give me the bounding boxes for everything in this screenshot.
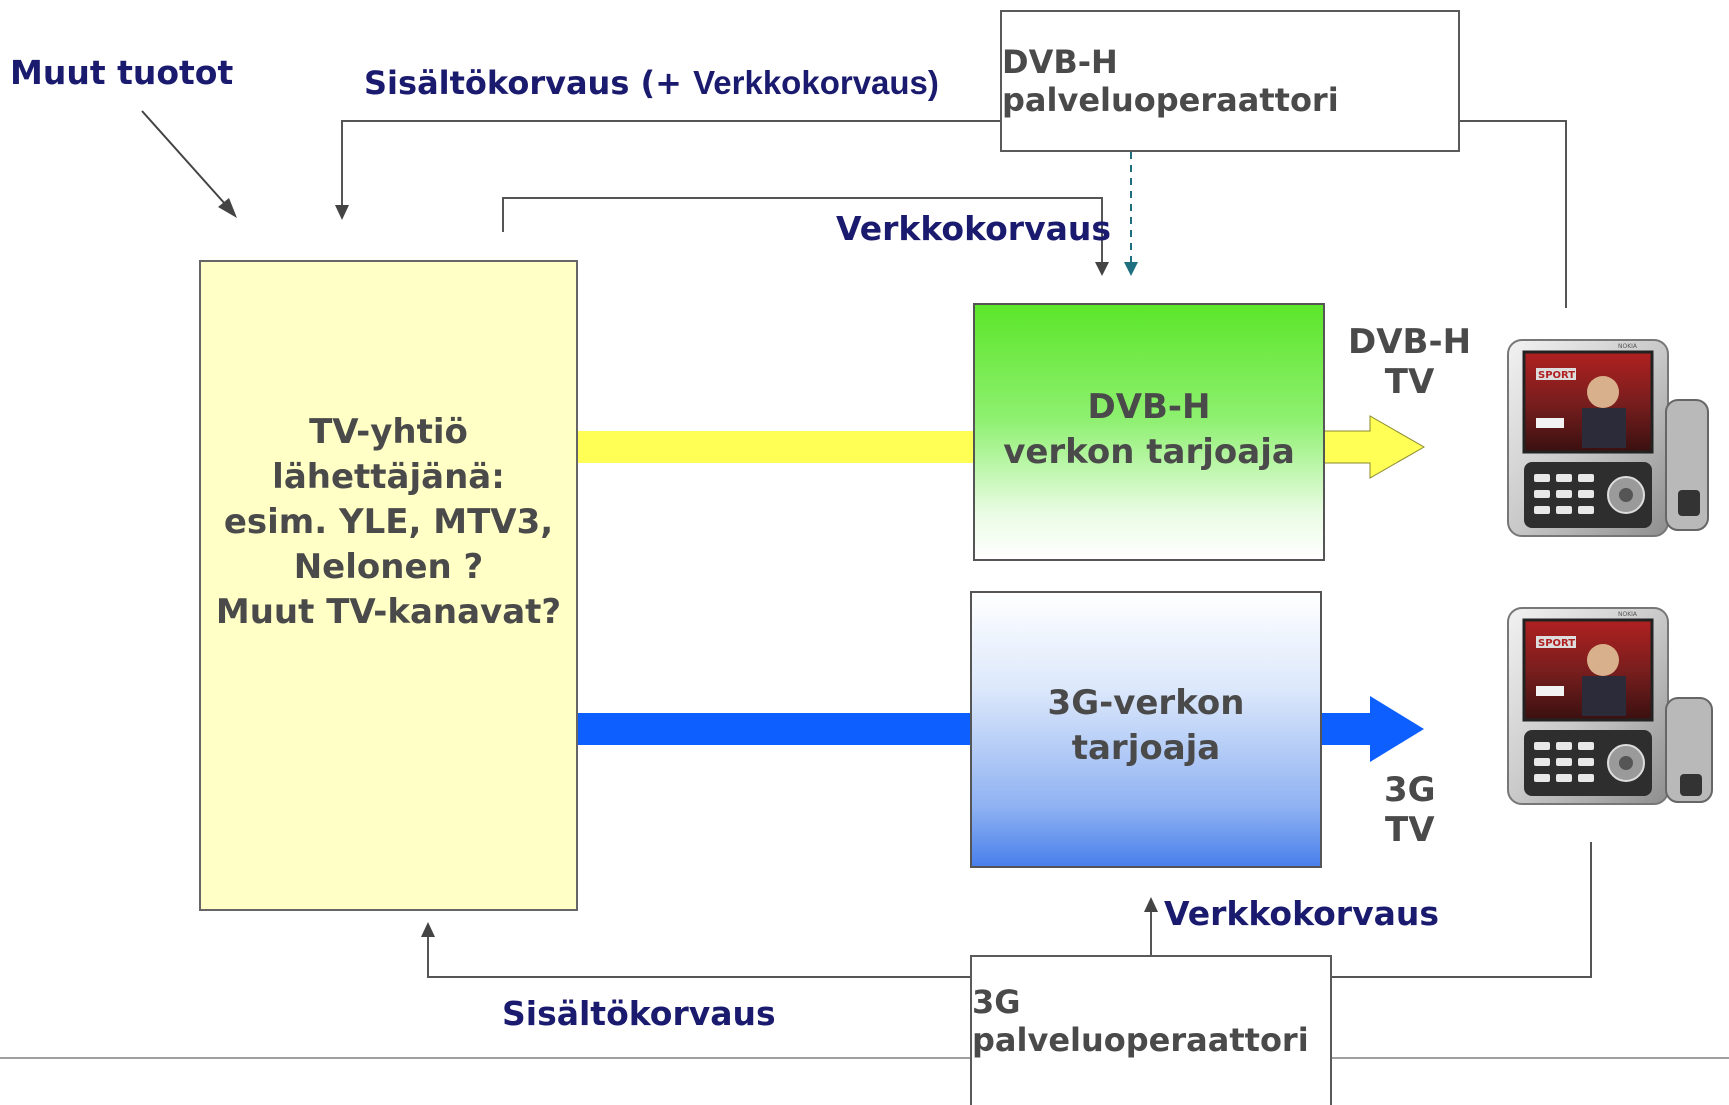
blue-stream-arrow	[1320, 696, 1424, 762]
3g-network-line-1: 3G-verkon	[1047, 683, 1245, 723]
tv-company-box: TV-yhtiö lähettäjänä: esim. YLE, MTV3, N…	[199, 260, 578, 911]
dvbh-tv-line-2: TV	[1384, 362, 1435, 402]
phone-3g: SPORT NOKIA	[1507, 607, 1713, 805]
dvbh-operator-label: DVB-H palveluoperaattori	[1002, 43, 1339, 119]
dvbh-operator-box: DVB-H palveluoperaattori	[1000, 10, 1460, 152]
tv-company-line-4: Nelonen ?	[293, 547, 484, 587]
blue-stream-bar	[576, 713, 972, 745]
tv-company-line-2: lähettäjänä:	[272, 457, 505, 497]
tv-company-line-5: Muut TV-kanavat?	[215, 592, 562, 632]
svg-text:SPORT: SPORT	[1538, 638, 1575, 649]
sisaltokorvaus-top-label: Sisältökorvaus (+ Verkkokorvaus)	[364, 64, 939, 102]
dvbh-network-box: DVB-H verkon tarjoaja	[973, 303, 1325, 561]
verkkokorvaus-bottom-arrowhead	[1144, 897, 1158, 912]
yellow-stream-arrow	[1322, 415, 1426, 479]
muut-tuotot-arrow	[141, 110, 227, 206]
dvbh-operator-dashed-arrowhead	[1124, 262, 1138, 276]
muut-tuotot-arrowhead	[218, 198, 237, 218]
dvbh-tv-line-1: DVB-H	[1348, 322, 1472, 362]
verkkokorvaus-top-arrowhead	[1095, 262, 1109, 276]
verkkokorvaus-top-line	[502, 197, 1103, 262]
3g-network-line-2: tarjoaja	[1071, 728, 1221, 768]
tv-company-line-1: TV-yhtiö	[309, 412, 468, 452]
dvbh-tv-label: DVB-H TV	[1348, 322, 1471, 402]
yellow-stream-bar	[576, 431, 974, 463]
3g-tv-line-2: TV	[1385, 810, 1435, 850]
svg-text:NOKIA: NOKIA	[1618, 611, 1638, 618]
sisaltokorvaus-top-line	[341, 120, 1567, 308]
verkkokorvaus-bottom-label: Verkkokorvaus	[1164, 894, 1439, 933]
phone-dvbh: SPORT NOKIA	[1507, 339, 1709, 537]
3g-tv-label: 3G TV	[1384, 770, 1436, 850]
3g-network-box: 3G-verkon tarjoaja	[970, 591, 1322, 868]
sisaltokorvaus-top-arrowhead	[335, 205, 349, 220]
muut-tuotot-label: Muut tuotot	[10, 53, 234, 92]
sisaltokorvaus-bottom-arrowhead	[421, 922, 435, 937]
svg-text:NOKIA: NOKIA	[1618, 343, 1638, 350]
svg-text:SPORT: SPORT	[1538, 370, 1575, 381]
sisaltokorvaus-bottom-label: Sisältökorvaus	[502, 994, 776, 1033]
3g-operator-box: 3G palveluoperaattori	[970, 955, 1332, 1105]
3g-tv-line-1: 3G	[1384, 770, 1436, 810]
3g-operator-label: 3G palveluoperaattori	[972, 983, 1309, 1059]
verkkokorvaus-inline-text: Verkkokorvaus)	[693, 64, 939, 101]
tv-company-line-3: esim. YLE, MTV3,	[223, 502, 554, 542]
dvbh-network-line-2: verkon tarjoaja	[1003, 432, 1295, 472]
dvbh-network-line-1: DVB-H	[1087, 387, 1211, 427]
verkkokorvaus-top-label: Verkkokorvaus	[836, 209, 1111, 248]
sisaltokorvaus-top-text: Sisältökorvaus (+	[364, 64, 694, 102]
